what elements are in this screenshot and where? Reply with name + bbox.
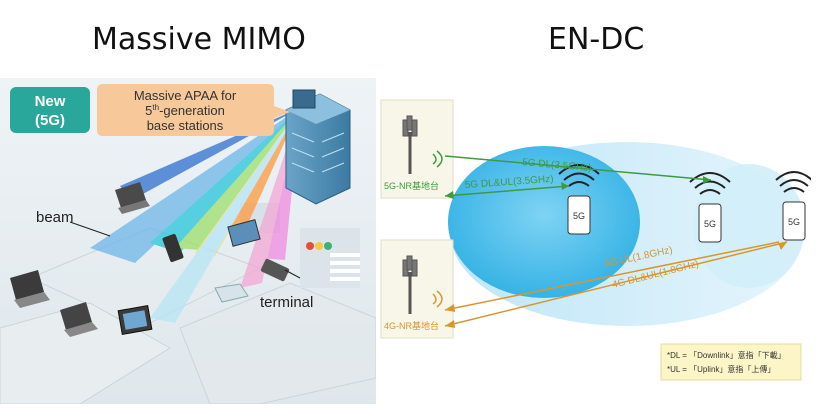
signal-icon [432, 150, 443, 168]
phone-icon [567, 195, 591, 235]
badge-line2: (5G) [35, 112, 65, 129]
terminal-label: terminal [260, 294, 313, 311]
arrow-head-icon [778, 242, 787, 250]
phone-icon [162, 233, 184, 263]
5g-dl-link [444, 155, 712, 181]
devices [10, 182, 332, 337]
laptop-icon [60, 302, 98, 337]
signal-icon [432, 290, 443, 308]
cell-tower-icon [402, 115, 418, 174]
arrow-head-icon [703, 176, 711, 184]
links [444, 155, 788, 328]
arrow-head-icon [561, 182, 569, 190]
tablet-icon [227, 219, 261, 247]
massive-mimo-illustration: New (5G) Massive APAA for 5th-generation… [0, 78, 376, 404]
wifi-signal-icon [775, 171, 811, 193]
phone-icon [782, 201, 806, 241]
note-ul: *UL = 「Uplink」意指「上傳」 [667, 364, 775, 374]
antenna-array-icon [292, 89, 316, 109]
new-5g-badge: New (5G) [10, 87, 90, 133]
5g-coverage-area [448, 146, 640, 298]
wifi-signal-icon [689, 172, 731, 195]
apaa-callout: Massive APAA for 5th-generation base sta… [97, 84, 290, 136]
base-station-building [285, 89, 351, 205]
phone-icon [698, 203, 722, 243]
5g-station-label: 5G-NR基地台 [384, 180, 439, 191]
tablet-icon [117, 304, 153, 336]
5g-dlul-link [444, 185, 570, 197]
beam-pointer [69, 221, 111, 237]
wifi-signal-icon [558, 164, 600, 187]
callout-line1: Massive APAA for [134, 88, 237, 103]
crosswalk [330, 253, 360, 281]
phone-2: 5G [689, 172, 731, 243]
arrow-head-icon [445, 320, 455, 328]
traffic-light-icon [306, 242, 332, 250]
arrow-head-icon [445, 191, 454, 199]
callout-line2: 5th-generation [145, 103, 225, 118]
cell-tower-icon [402, 255, 418, 314]
badge-line1: New [35, 93, 66, 110]
note-dl: *DL = 「Downlink」意指「下載」 [667, 350, 786, 360]
phone-1: 5G [558, 164, 600, 235]
en-dc-diagram: 5G-NR基地台 4G-NR基地台 5G [379, 82, 811, 404]
phone-label: 5G [573, 211, 585, 221]
terminal-pointer [284, 269, 301, 279]
edge-coverage-area [693, 164, 805, 288]
laptop-icon [214, 283, 249, 303]
phone-label: 5G [788, 217, 800, 227]
4g-station-label: 4G-NR基地台 [384, 320, 439, 331]
phone-label: 5G [704, 219, 716, 229]
legend-note: *DL = 「Downlink」意指「下載」 *UL = 「Uplink」意指「… [660, 343, 802, 381]
laptop-icon [115, 182, 150, 214]
phone-3: 5G [775, 171, 811, 241]
laptop-icon [10, 270, 50, 308]
arrow-head-icon [445, 304, 455, 312]
4g-nr-station: 4G-NR基地台 [380, 239, 454, 339]
beam-label: beam [36, 209, 74, 226]
mimo-svg: New (5G) Massive APAA for 5th-generation… [0, 78, 376, 404]
callout-line3: base stations [147, 118, 224, 133]
4g-dlul-link [444, 241, 788, 327]
endc-svg: 5G-NR基地台 4G-NR基地台 5G [380, 99, 811, 381]
4g-ul-link [444, 241, 780, 311]
left-title: Massive MIMO [92, 22, 306, 57]
5g-nr-station: 5G-NR基地台 [380, 99, 454, 199]
phone-icon [260, 258, 290, 282]
right-title: EN-DC [548, 22, 645, 57]
